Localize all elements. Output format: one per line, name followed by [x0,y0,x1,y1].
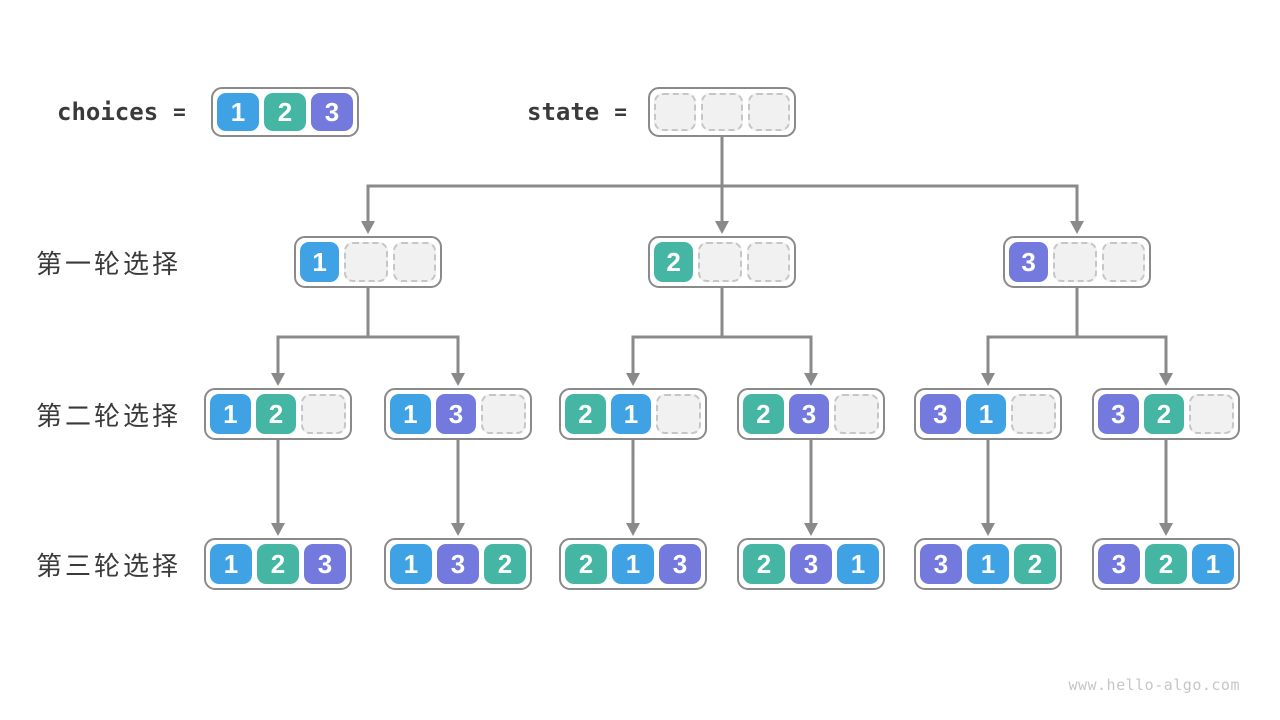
cell-3: 3 [435,394,477,434]
cell-1: 1 [390,544,432,584]
cell-empty [748,93,790,131]
state-label: state [527,98,600,126]
cell-3: 3 [790,544,832,584]
cell-2: 2 [257,544,299,584]
cell-2: 2 [565,544,607,584]
cell-1: 1 [965,394,1007,434]
cell-empty [301,394,347,434]
cell-1: 1 [390,394,431,434]
cell-2: 2 [484,544,526,584]
cell-3: 3 [1098,394,1139,434]
cell-3: 3 [659,544,701,584]
state-equals-sign: = [614,100,627,124]
cell-2: 2 [1145,544,1187,584]
cell-3: 3 [311,93,353,131]
cell-3: 3 [920,544,962,584]
cell-3: 3 [304,544,346,584]
cell-empty [344,242,388,282]
cell-3: 3 [1098,544,1140,584]
cell-3: 3 [1009,242,1049,282]
cell-2: 2 [264,93,306,131]
cell-3: 3 [437,544,479,584]
cell-empty [1189,394,1235,434]
cell-2: 2 [565,394,606,434]
cell-empty [1053,242,1097,282]
cell-empty [746,242,790,282]
cell-2: 2 [743,544,785,584]
cell-empty [392,242,436,282]
cell-1: 1 [967,544,1009,584]
state-label-group: state = [527,87,627,137]
cell-1: 1 [610,394,652,434]
cell-empty [1101,242,1145,282]
cell-3: 3 [788,394,830,434]
cell-1: 1 [210,544,252,584]
state-box-root [648,87,796,137]
cell-empty [698,242,742,282]
watermark: www.hello-algo.com [1068,676,1240,694]
cell-empty [656,394,702,434]
cell-empty [834,394,880,434]
cell-empty [481,394,527,434]
cell-empty [1011,394,1057,434]
round-2-label: 第二轮选择 [36,400,182,431]
choices-label: choices [57,98,159,126]
cell-2: 2 [1143,394,1185,434]
cell-1: 1 [210,394,251,434]
cell-empty [701,93,743,131]
cell-2: 2 [255,394,297,434]
cell-2: 2 [1014,544,1056,584]
state-box-r1-3: 3 [1003,236,1151,288]
round-1-label: 第一轮选择 [36,248,182,279]
cell-1: 1 [612,544,654,584]
cell-1: 1 [300,242,340,282]
cell-2: 2 [654,242,694,282]
round-3-label: 第三轮选择 [36,550,182,581]
cell-1: 1 [217,93,259,131]
cell-empty [654,93,696,131]
cell-1: 1 [837,544,879,584]
cell-1: 1 [1192,544,1234,584]
choices-label-group: choices = [57,87,186,137]
choices-equals-sign: = [173,100,186,124]
cell-2: 2 [743,394,784,434]
state-box-r1-2: 2 [648,236,796,288]
cell-3: 3 [920,394,961,434]
state-box-r1-1: 1 [294,236,442,288]
